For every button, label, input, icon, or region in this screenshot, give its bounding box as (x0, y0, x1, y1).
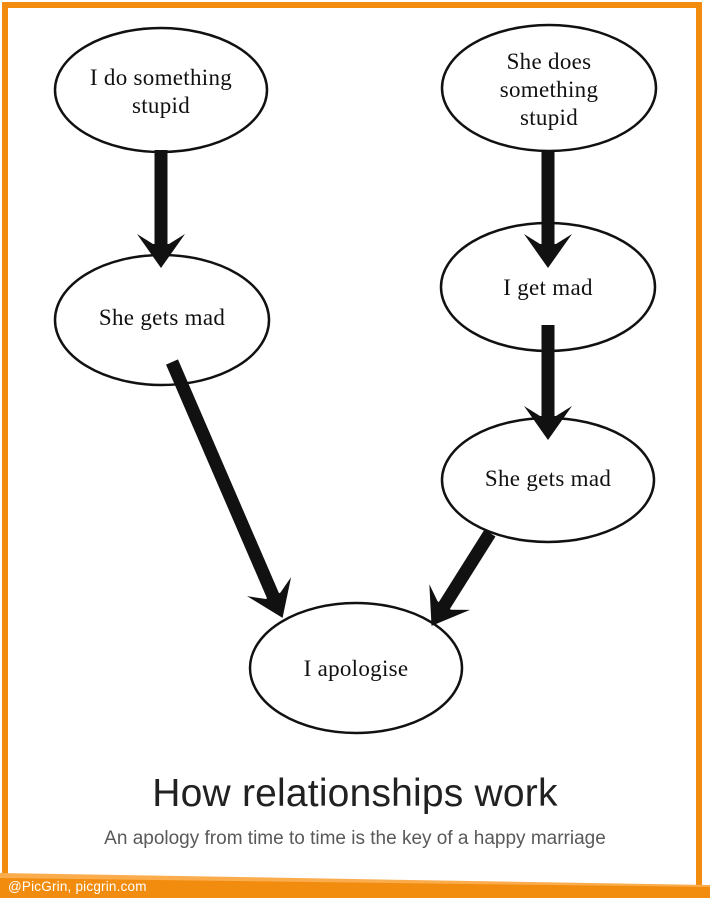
flowchart-canvas (53, 23, 658, 735)
meme-subtitle: An apology from time to time is the key … (104, 828, 606, 849)
node-label-she-gets-mad-right: She gets mad (484, 465, 612, 491)
meme-title: How relationships work (152, 772, 558, 815)
node-label-do-stupid: I do something stupid (89, 64, 233, 118)
meme-caption: How relationships work An apology from t… (0, 772, 710, 850)
watermark-text: @PicGrin, picgrin.com (8, 879, 147, 894)
arrow-she-gets-mad-left-to-i-apologise (166, 359, 292, 618)
node-ellipse-i-apologise (248, 601, 464, 735)
flowchart-diagram: I do something stupid She does something… (53, 23, 658, 735)
node-label-i-apologise: I apologise (303, 655, 409, 681)
arrow-she-gets-mad-right-to-i-apologise (429, 529, 496, 626)
node-label-she-gets-mad-left: She gets mad (98, 304, 226, 330)
node-label-she-does-stupid: She does something stupid (499, 48, 599, 131)
node-label-i-get-mad: I get mad (503, 274, 593, 300)
